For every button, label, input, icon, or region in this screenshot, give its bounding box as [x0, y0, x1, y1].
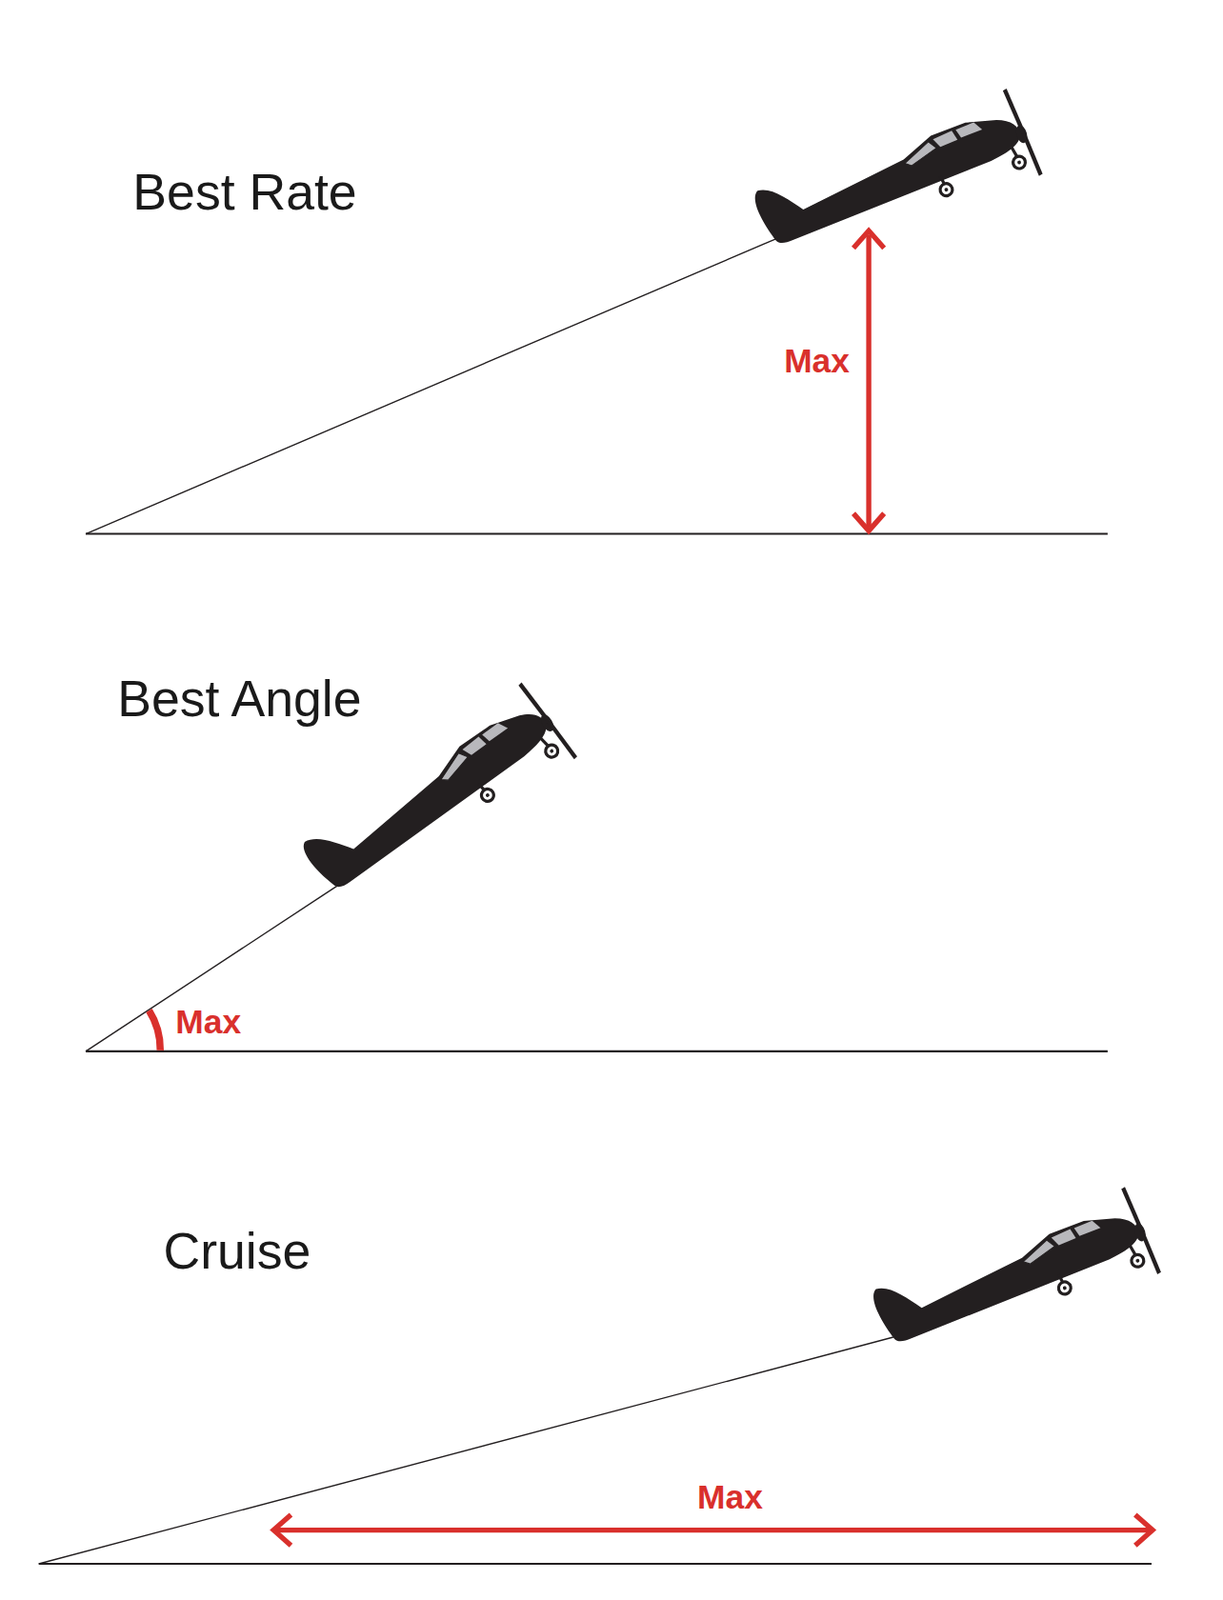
panel-heading: Best Angle [117, 673, 361, 725]
panel-heading: Best Rate [132, 166, 357, 219]
max-label: Max [783, 343, 850, 378]
max-label: Max [697, 1480, 763, 1514]
panel-heading: Cruise [162, 1225, 311, 1278]
max-label: Max [175, 1004, 241, 1039]
